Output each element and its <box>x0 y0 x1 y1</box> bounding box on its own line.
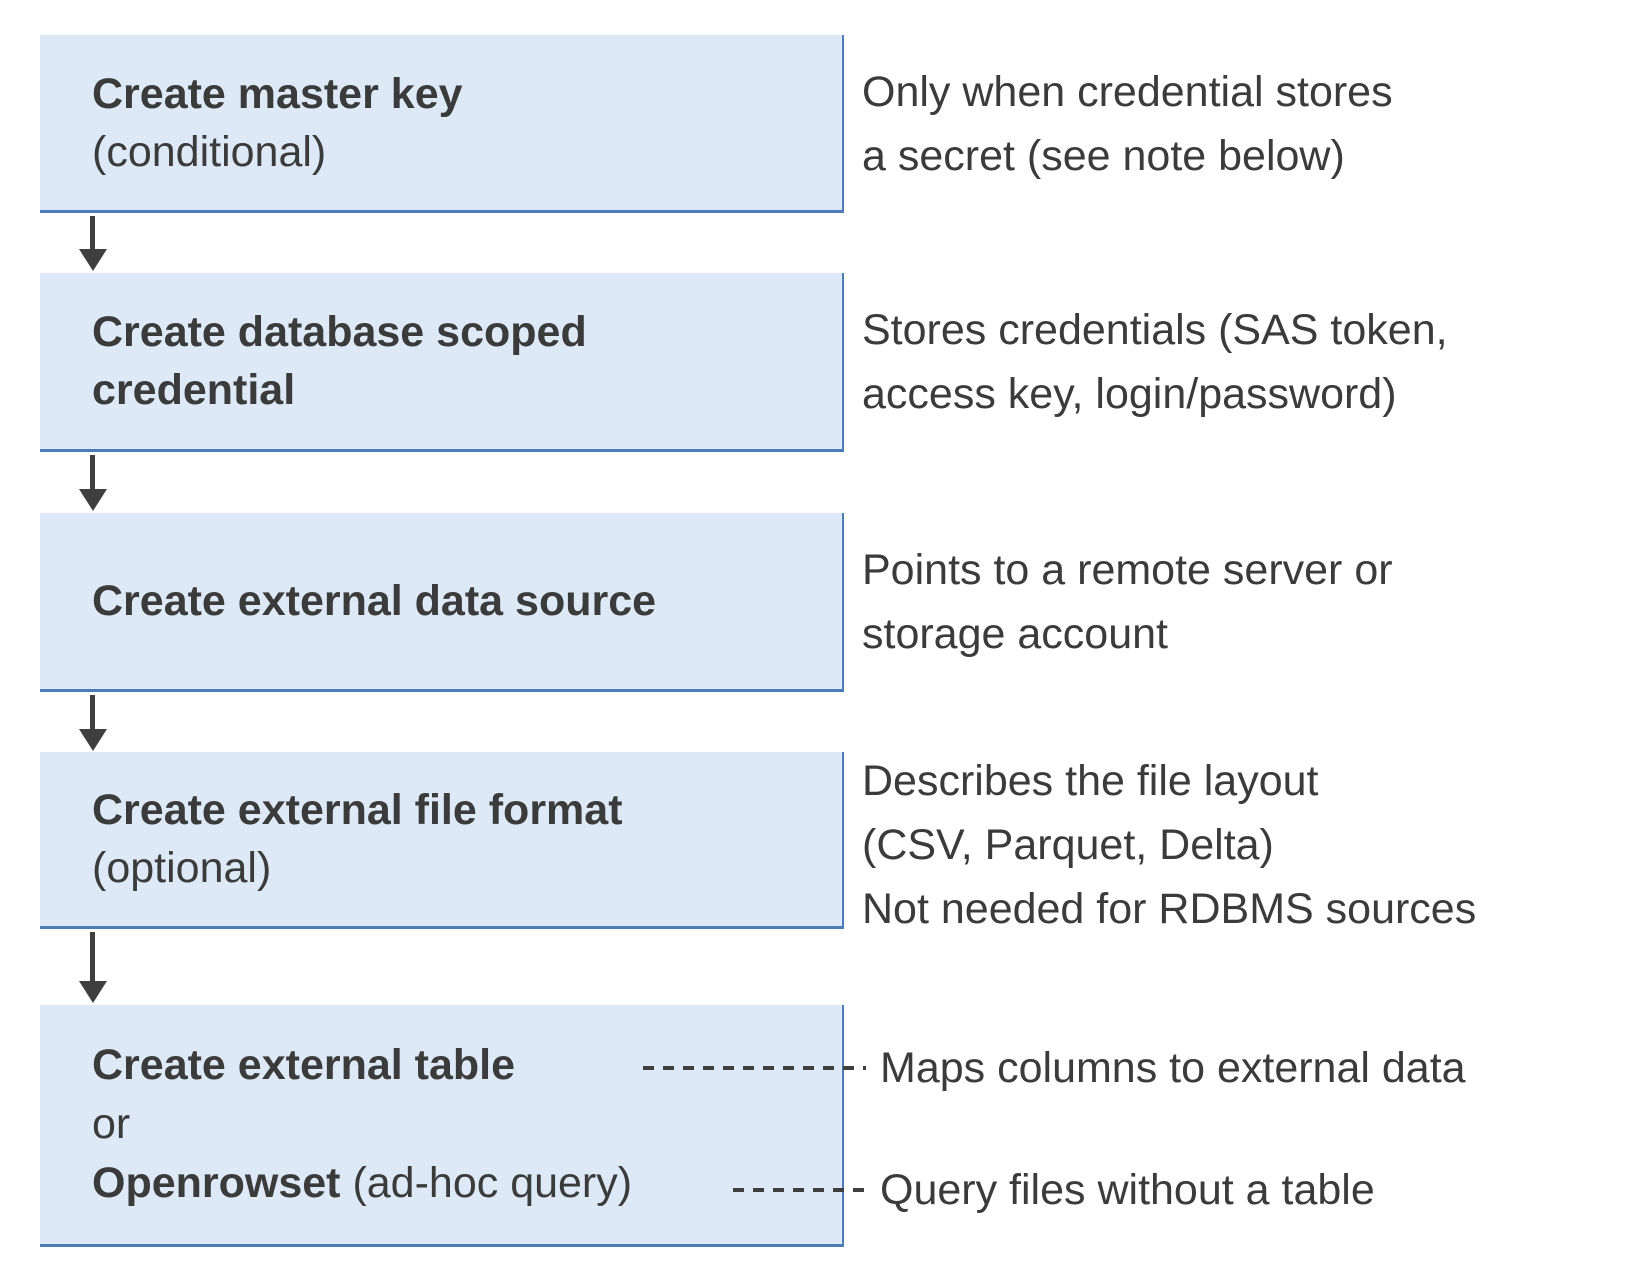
down-arrow-icon <box>90 216 95 249</box>
dashed-connector-external-table <box>643 1066 866 1070</box>
step-title: Create master key <box>92 69 463 118</box>
step-title: Create external table <box>92 1041 516 1089</box>
step-title: Create database scoped credential <box>92 308 587 414</box>
note-external-data-source: Points to a remote server or storage acc… <box>862 546 1393 658</box>
step-alternative-suffix: (ad-hoc query) <box>340 1159 633 1207</box>
note-external-file-format: Describes the file layout (CSV, Parquet,… <box>862 757 1477 933</box>
down-arrow-icon <box>90 695 95 729</box>
step-box-create-database-scoped-credential: Create database scoped credential <box>40 273 844 452</box>
step-title: Create external file format <box>92 786 623 834</box>
note-master-key: Only when credential stores a secret (se… <box>862 68 1393 180</box>
step-box-create-external-data-source: Create external data source <box>40 513 844 692</box>
step-box-create-master-key: Create master key (conditional) <box>40 35 844 213</box>
down-arrow-icon <box>90 455 95 489</box>
step-box-create-external-table-or-openrowset: Create external table or Openrowset (ad-… <box>40 1005 844 1247</box>
note-openrowset: Query files without a table <box>880 1166 1375 1214</box>
step-title: Create external data source <box>92 577 657 625</box>
down-arrow-icon <box>90 932 95 981</box>
step-subtitle: (conditional) <box>92 127 327 176</box>
note-external-table: Maps columns to external data <box>880 1044 1466 1092</box>
dashed-connector-openrowset <box>733 1188 866 1192</box>
step-conjunction: or <box>92 1100 131 1148</box>
note-database-scoped-credential: Stores credentials (SAS token, access ke… <box>862 306 1448 418</box>
step-subtitle: (optional) <box>92 844 272 892</box>
step-box-create-external-file-format: Create external file format (optional) <box>40 752 844 929</box>
step-alternative: Openrowset <box>92 1159 341 1207</box>
